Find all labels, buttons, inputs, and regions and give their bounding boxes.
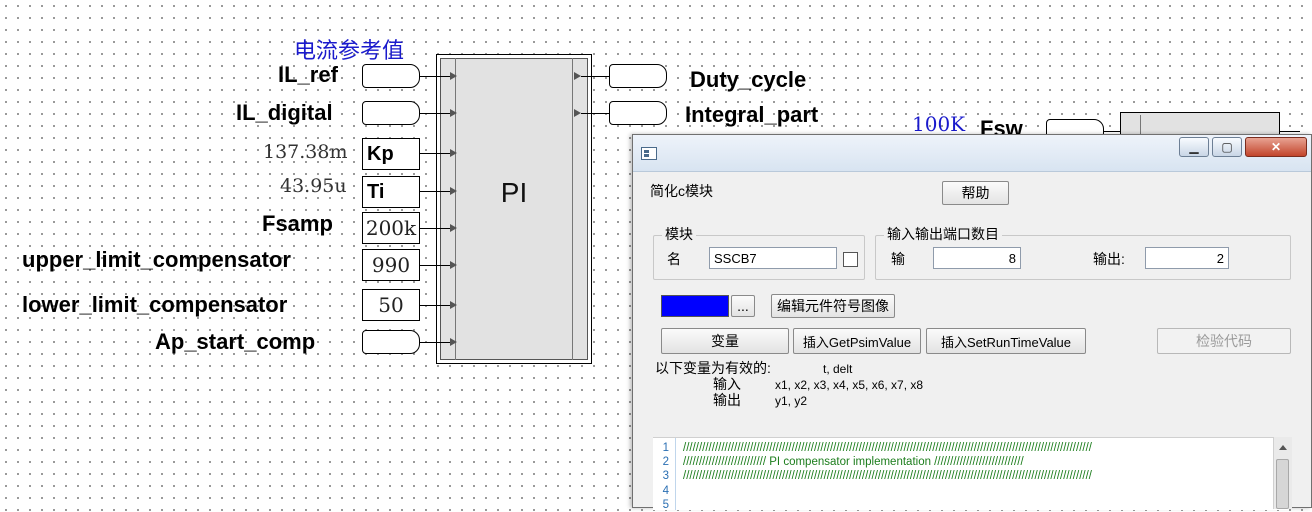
arrow-in-7 [450, 301, 457, 309]
help-button[interactable]: 帮助 [942, 181, 1009, 205]
line-number: 2 [662, 456, 669, 468]
valid-vars-input-label: 输入 [713, 376, 741, 392]
pin-label-il-digital: IL_digital [236, 100, 333, 125]
port-il-ref[interactable] [362, 64, 420, 88]
code-text: ////////////////////////// PI compensato… [683, 456, 1024, 468]
line-number: 5 [662, 499, 669, 511]
dialog-titlebar[interactable]: ▁ ▢ ✕ [633, 135, 1311, 172]
wire-in-2 [420, 113, 450, 114]
pi-block-label: PI [500, 177, 528, 208]
browse-color-button[interactable]: ... [731, 295, 755, 317]
value-kp: 137.38m [263, 141, 348, 163]
arrow-in-6 [450, 261, 457, 269]
arrow-in-4 [450, 187, 457, 195]
module-group-title: 模块 [662, 227, 696, 241]
color-swatch[interactable] [661, 295, 729, 317]
line-number: 4 [662, 485, 669, 497]
value-upper-limit: 990 [371, 253, 411, 277]
arrow-in-2 [450, 109, 457, 117]
valid-vars-header-list: t, delt [823, 362, 853, 376]
line-number: 3 [662, 470, 669, 482]
scroll-up-arrow-icon[interactable] [1279, 445, 1287, 450]
wire-in-8 [420, 342, 450, 343]
port-count-group: 输入输出端口数目 [875, 227, 1291, 280]
port-il-digital[interactable] [362, 101, 420, 125]
field-kp[interactable]: Kp [362, 138, 420, 170]
valid-vars-header: 以下变量为有效的: [655, 360, 771, 376]
field-fsamp[interactable]: 200k [362, 212, 420, 244]
variables-button[interactable]: 变量 [661, 328, 789, 354]
dialog-app-icon [641, 147, 657, 160]
valid-vars-output-label: 输出 [713, 392, 741, 408]
pi-block-right-margin [572, 58, 573, 360]
field-lower-limit[interactable]: 50 [362, 289, 420, 321]
wire-in-7 [420, 305, 450, 306]
field-ti[interactable]: Ti [362, 176, 420, 208]
current-reference-annotation: 电流参考值 [294, 39, 405, 64]
wire-out-2 [581, 113, 609, 114]
simplified-c-block-dialog[interactable]: ▁ ▢ ✕ 简化c模块 帮助 模块 名 SSCB7 输入输出端口数目 输 8 输… [632, 134, 1312, 511]
arrow-in-8 [450, 338, 457, 346]
insert-setruntimevalue-button[interactable]: 插入SetRunTimeValue [926, 328, 1086, 354]
code-editor[interactable]: 1 //////////////////////////////////////… [653, 437, 1289, 511]
arrow-in-1 [450, 72, 457, 80]
pi-block-inner [440, 58, 588, 360]
port-duty-cycle[interactable] [609, 64, 667, 88]
value-lower-limit: 50 [378, 293, 404, 317]
wire-in-4 [420, 191, 450, 192]
port-integral-part[interactable] [609, 101, 667, 125]
output-count-label: 输出: [1093, 251, 1125, 267]
check-code-button[interactable]: 检验代码 [1157, 328, 1291, 354]
arrow-out-2 [574, 109, 581, 117]
wire-in-3 [420, 153, 450, 154]
field-upper-limit[interactable]: 990 [362, 249, 420, 281]
value-ti: 43.95u [280, 175, 347, 197]
value-fsamp: 200k [365, 216, 417, 240]
valid-vars-output-list: y1, y2 [775, 394, 808, 408]
edit-symbol-button[interactable]: 编辑元件符号图像 [771, 294, 895, 318]
fsw-block-inner [1140, 115, 1271, 149]
wire-in-6 [420, 265, 450, 266]
valid-vars-input-list: x1, x2, x3, x4, x5, x6, x7, x8 [775, 378, 924, 392]
code-text: ////////////////////////////////////////… [683, 470, 1092, 482]
arrow-in-3 [450, 149, 457, 157]
pin-label-upper-limit: upper_limit_compensator [22, 247, 291, 272]
code-scrollbar[interactable] [1273, 437, 1292, 509]
port-ap-start-comp[interactable] [362, 330, 420, 354]
pin-label-il-ref: IL_ref [278, 62, 338, 87]
minimize-icon[interactable]: ▁ [1179, 137, 1209, 157]
close-icon[interactable]: ✕ [1245, 137, 1307, 157]
simplified-c-label: 简化c模块 [650, 183, 713, 199]
input-count-label: 输 [891, 251, 905, 267]
pin-label-lower-limit: lower_limit_compensator [22, 292, 288, 317]
pin-label-ap-start-comp: Ap_start_comp [155, 329, 316, 354]
pin-label-integral-part: Integral_part [685, 102, 819, 127]
wire-in-5 [420, 228, 450, 229]
wire-fsw-out [1280, 131, 1300, 132]
line-number: 1 [662, 442, 669, 454]
label-kp: Kp [367, 142, 394, 165]
module-name-label: 名 [667, 251, 681, 267]
maximize-icon[interactable]: ▢ [1212, 137, 1242, 157]
output-count-field[interactable]: 2 [1145, 247, 1229, 269]
module-checkbox[interactable] [843, 252, 858, 267]
arrow-out-1 [574, 72, 581, 80]
wire-in-1 [420, 76, 450, 77]
insert-getpsimvalue-button[interactable]: 插入GetPsimValue [793, 328, 921, 354]
code-text: ////////////////////////////////////////… [683, 442, 1092, 454]
value-fsw: 100K [912, 112, 966, 136]
pi-block[interactable]: PI [436, 54, 592, 364]
pin-label-fsamp: Fsamp [262, 211, 333, 236]
pin-label-duty-cycle: Duty_cycle [690, 67, 807, 92]
module-name-field[interactable]: SSCB7 [709, 247, 837, 269]
pi-block-left-margin [455, 58, 456, 360]
wire-out-1 [581, 76, 609, 77]
arrow-in-5 [450, 224, 457, 232]
line-number-gutter [675, 438, 676, 510]
module-group: 模块 [653, 227, 865, 280]
port-count-group-title: 输入输出端口数目 [884, 227, 1002, 241]
scrollbar-thumb[interactable] [1276, 459, 1289, 509]
label-ti: Ti [367, 180, 385, 203]
input-count-field[interactable]: 8 [933, 247, 1021, 269]
